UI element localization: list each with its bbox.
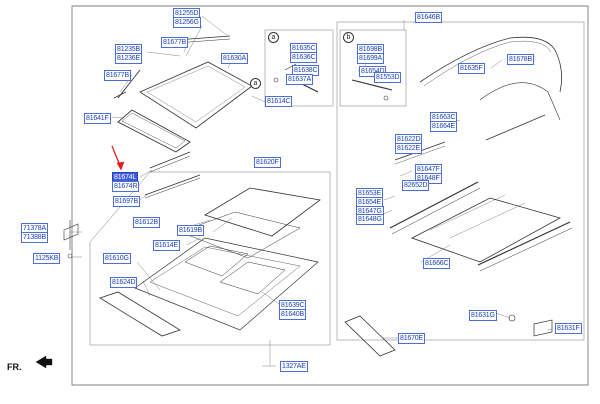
label-81640B[interactable]: 81640B	[279, 309, 306, 320]
label-81666C[interactable]: 81666C	[423, 258, 451, 269]
label-81553D[interactable]: 81553D	[374, 72, 402, 83]
label-71388B[interactable]: 71388B	[21, 232, 48, 243]
label-81678B[interactable]: 81678B	[507, 54, 534, 65]
label-81677B-left[interactable]: 81677B	[104, 70, 131, 81]
label-81654D[interactable]: 81654D	[359, 66, 387, 77]
label-81635F[interactable]: 81635F	[458, 63, 485, 74]
label-1125KB[interactable]: 1125KB	[33, 253, 61, 264]
label-81614C[interactable]: 81614C	[265, 96, 293, 107]
label-81610G[interactable]: 81610G	[103, 253, 131, 264]
label-81630A[interactable]: 81630A	[221, 53, 248, 64]
label-81622E[interactable]: 81622E	[395, 143, 422, 154]
label-81624D[interactable]: 81624D	[110, 277, 138, 288]
label-1327AE[interactable]: 1327AE	[280, 361, 308, 372]
label-81697B[interactable]: 81697B	[113, 196, 140, 207]
label-81619B[interactable]: 81619B	[177, 225, 204, 236]
label-81636C[interactable]: 81636C	[290, 52, 318, 63]
label-81631F[interactable]: 81631F	[555, 323, 582, 334]
label-81612B[interactable]: 81612B	[133, 217, 160, 228]
front-direction-label: FR.	[7, 362, 22, 372]
label-81674R[interactable]: 81674R	[112, 181, 140, 192]
label-81637A[interactable]: 81637A	[286, 74, 313, 85]
label-81620F[interactable]: 81620F	[254, 157, 281, 168]
label-81236E[interactable]: 81236E	[115, 53, 142, 64]
label-81670E[interactable]: 81670E	[398, 333, 425, 344]
label-81256G[interactable]: 81256G	[173, 17, 201, 28]
label-81677B-top[interactable]: 81677B	[161, 37, 188, 48]
label-81631G[interactable]: 81631G	[469, 310, 497, 321]
callout-a-main: a	[250, 78, 261, 89]
label-81614E[interactable]: 81614E	[153, 240, 180, 251]
label-82652D[interactable]: 82652D	[402, 180, 430, 191]
label-81664E[interactable]: 81664E	[430, 121, 457, 132]
callout-a: a	[268, 32, 279, 43]
label-81646B[interactable]: 81646B	[415, 12, 442, 23]
label-81648G[interactable]: 81648G	[356, 214, 384, 225]
label-81641F[interactable]: 81641F	[84, 113, 111, 124]
label-81699A[interactable]: 81699A	[357, 53, 384, 64]
callout-b: b	[343, 32, 354, 43]
